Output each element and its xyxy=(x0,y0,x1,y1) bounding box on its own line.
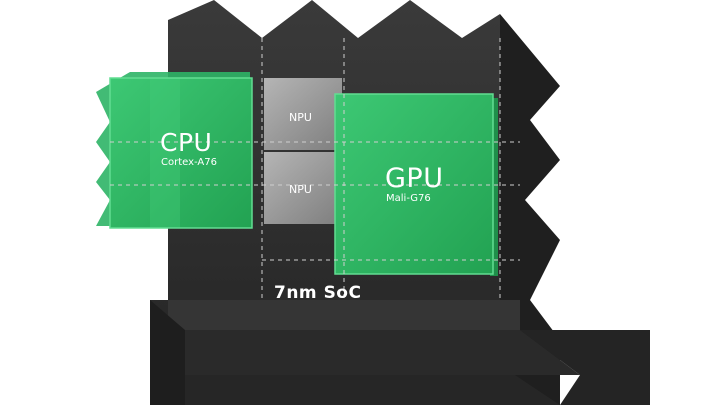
soc-label: 7nm SoC xyxy=(274,283,362,303)
chip-left-bottom xyxy=(150,300,185,405)
chip-lower-right xyxy=(520,330,650,405)
gpu-title: GPU xyxy=(385,163,444,194)
gpu-block xyxy=(334,93,498,276)
gpu-subtitle: Mali-G76 xyxy=(386,193,431,204)
cpu-subtitle: Cortex-A76 xyxy=(161,157,217,168)
cpu-title: CPU xyxy=(160,128,213,157)
npu-top-block xyxy=(264,78,342,150)
cpu-front-face xyxy=(110,78,252,228)
gpu-side-face xyxy=(490,98,498,276)
cpu-highlight xyxy=(150,78,180,228)
cpu-edge xyxy=(109,77,253,229)
guide-lines xyxy=(110,38,520,300)
chip-step xyxy=(168,300,520,330)
npu-bottom-label: NPU xyxy=(289,183,312,196)
chip-step-front xyxy=(185,330,580,375)
gpu-edge xyxy=(334,93,494,275)
npu-bottom-block xyxy=(264,152,342,224)
cpu-block xyxy=(96,72,253,229)
npu-top-label: NPU xyxy=(289,111,312,124)
gpu-front-face xyxy=(335,94,493,274)
